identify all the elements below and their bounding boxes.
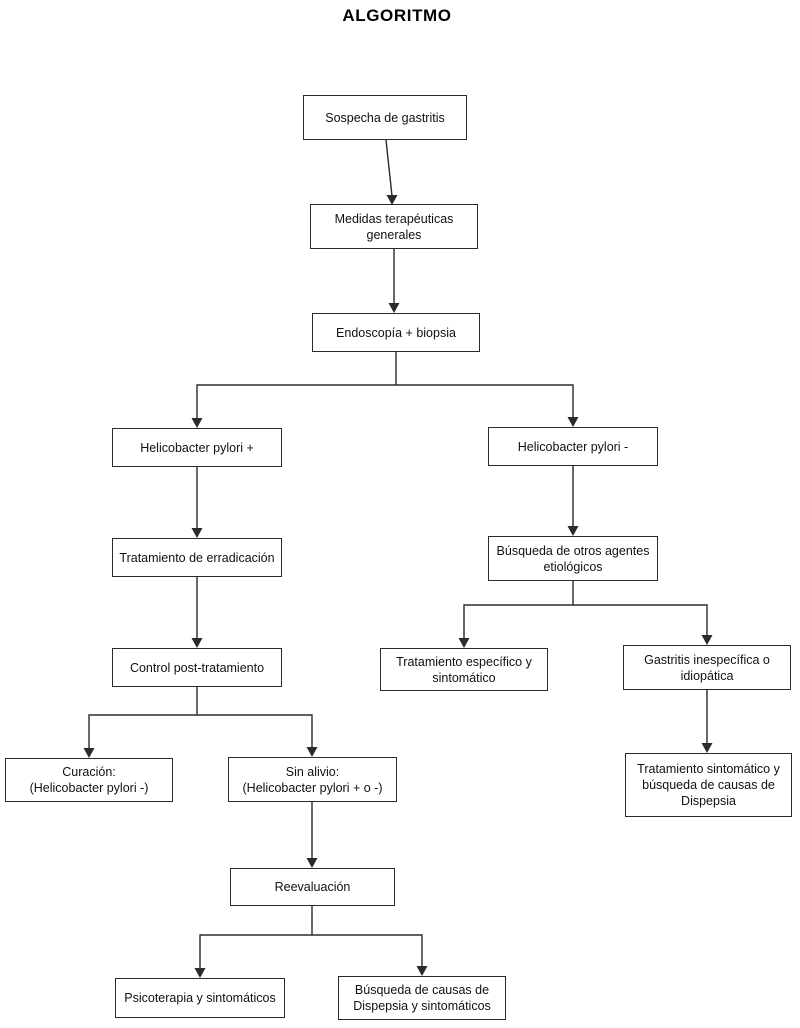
node-reevaluacion: Reevaluación <box>230 868 395 906</box>
node-medidas-terapeuticas: Medidas terapéuticas generales <box>310 204 478 249</box>
connector-hpneg-busqueda <box>567 466 579 536</box>
connector-reevaluacion-split <box>194 906 428 978</box>
connector-hppos-erradicacion <box>191 467 203 538</box>
node-busqueda-causas-dispepsia: Búsqueda de causas de Dispepsia y sintom… <box>338 976 506 1020</box>
connector-busqueda-split <box>458 581 713 648</box>
node-sospecha-de-gastritis: Sospecha de gastritis <box>303 95 467 140</box>
node-endoscopia-biopsia: Endoscopía + biopsia <box>312 313 480 352</box>
diagram-title: ALGORITMO <box>342 6 452 25</box>
node-curacion: Curación: (Helicobacter pylori -) <box>5 758 173 802</box>
node-sin-alivio: Sin alivio: (Helicobacter pylori + o -) <box>228 757 397 802</box>
connector-sinalivio-reevaluacion <box>306 802 318 868</box>
node-tratamiento-erradicacion: Tratamiento de erradicación <box>112 538 282 577</box>
connector-endoscopia-split <box>191 352 579 428</box>
node-gastritis-inespecifica: Gastritis inespecífica o idiopática <box>623 645 791 690</box>
node-psicoterapia: Psicoterapia y sintomáticos <box>115 978 285 1018</box>
connector-control-split <box>83 687 318 758</box>
node-helicobacter-pylori-negativo: Helicobacter pylori - <box>488 427 658 466</box>
node-helicobacter-pylori-positivo: Helicobacter pylori + <box>112 428 282 467</box>
connector-erradicacion-control <box>191 577 203 648</box>
node-tratamiento-sintomatico: Tratamiento sintomático y búsqueda de ca… <box>625 753 792 817</box>
node-tratamiento-especifico: Tratamiento específico y sintomático <box>380 648 548 691</box>
connector-gastritis-tratsintomatico <box>701 690 713 753</box>
connector-sospecha-medidas <box>385 139 398 205</box>
node-busqueda-otros-agentes: Búsqueda de otros agentes etiológicos <box>488 536 658 581</box>
connector-medidas-endoscopia <box>388 249 400 313</box>
node-control-post-tratamiento: Control post-tratamiento <box>112 648 282 687</box>
